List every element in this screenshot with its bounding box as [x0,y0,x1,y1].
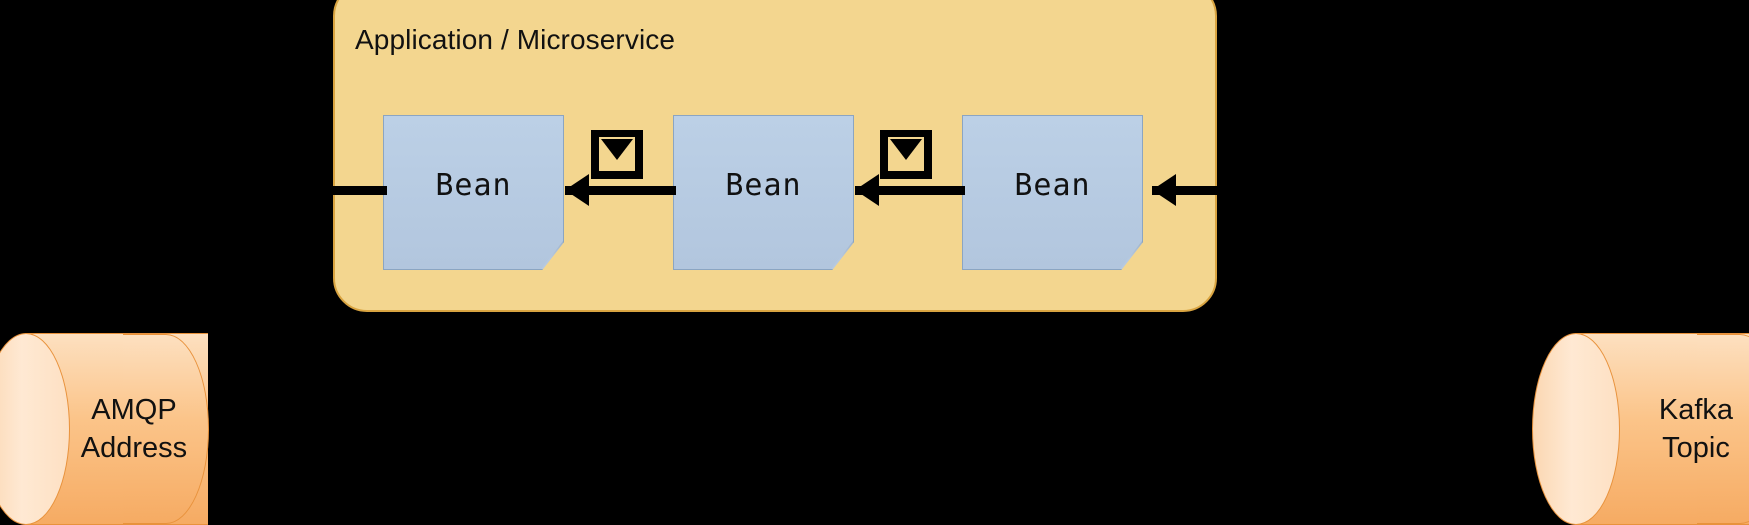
arrow-head-bean2-to-bean1 [565,174,589,206]
cylinder-right-edge [123,334,209,524]
kafka-topic-line-1: Kafka [1658,393,1734,426]
arrow-head-bean3-to-bean2 [855,174,879,206]
application-microservice-title: Application / Microservice [355,24,676,55]
bean-node-2: Bean [673,115,854,270]
cylinder-left-cap [1532,333,1620,525]
envelope-icon [880,129,932,180]
amqp-address-label: AMQP Address [70,333,198,525]
arrow-line-kafka-to-bean3 [1152,186,1262,195]
amqp-address-line-1: AMQP [91,393,177,426]
bean-node-3: Bean [962,115,1143,270]
cylinder-left-cap [0,333,70,525]
envelope-icon [591,129,643,180]
arrow-line-bean3-to-bean2 [855,186,965,195]
kafka-topic-line-2: Topic [1662,432,1730,464]
bean-node-2-label: Bean [725,168,802,203]
arrow-head-kafka-to-bean3 [1152,174,1176,206]
bean-node-1: Bean [383,115,564,270]
bean-node-1-label: Bean [435,168,512,203]
kafka-topic-label: Kafka Topic [1620,333,1749,525]
cylinder-right-edge [1697,334,1749,524]
amqp-address-line-2: Address [80,432,188,464]
amqp-address-cylinder: AMQP Address [0,333,209,525]
kafka-topic-cylinder: Kafka Topic [1532,333,1749,525]
arrow-line-bean1-to-amqp [327,186,387,195]
arrow-line-bean2-to-bean1 [565,186,676,195]
bean-node-3-label: Bean [1014,168,1091,203]
